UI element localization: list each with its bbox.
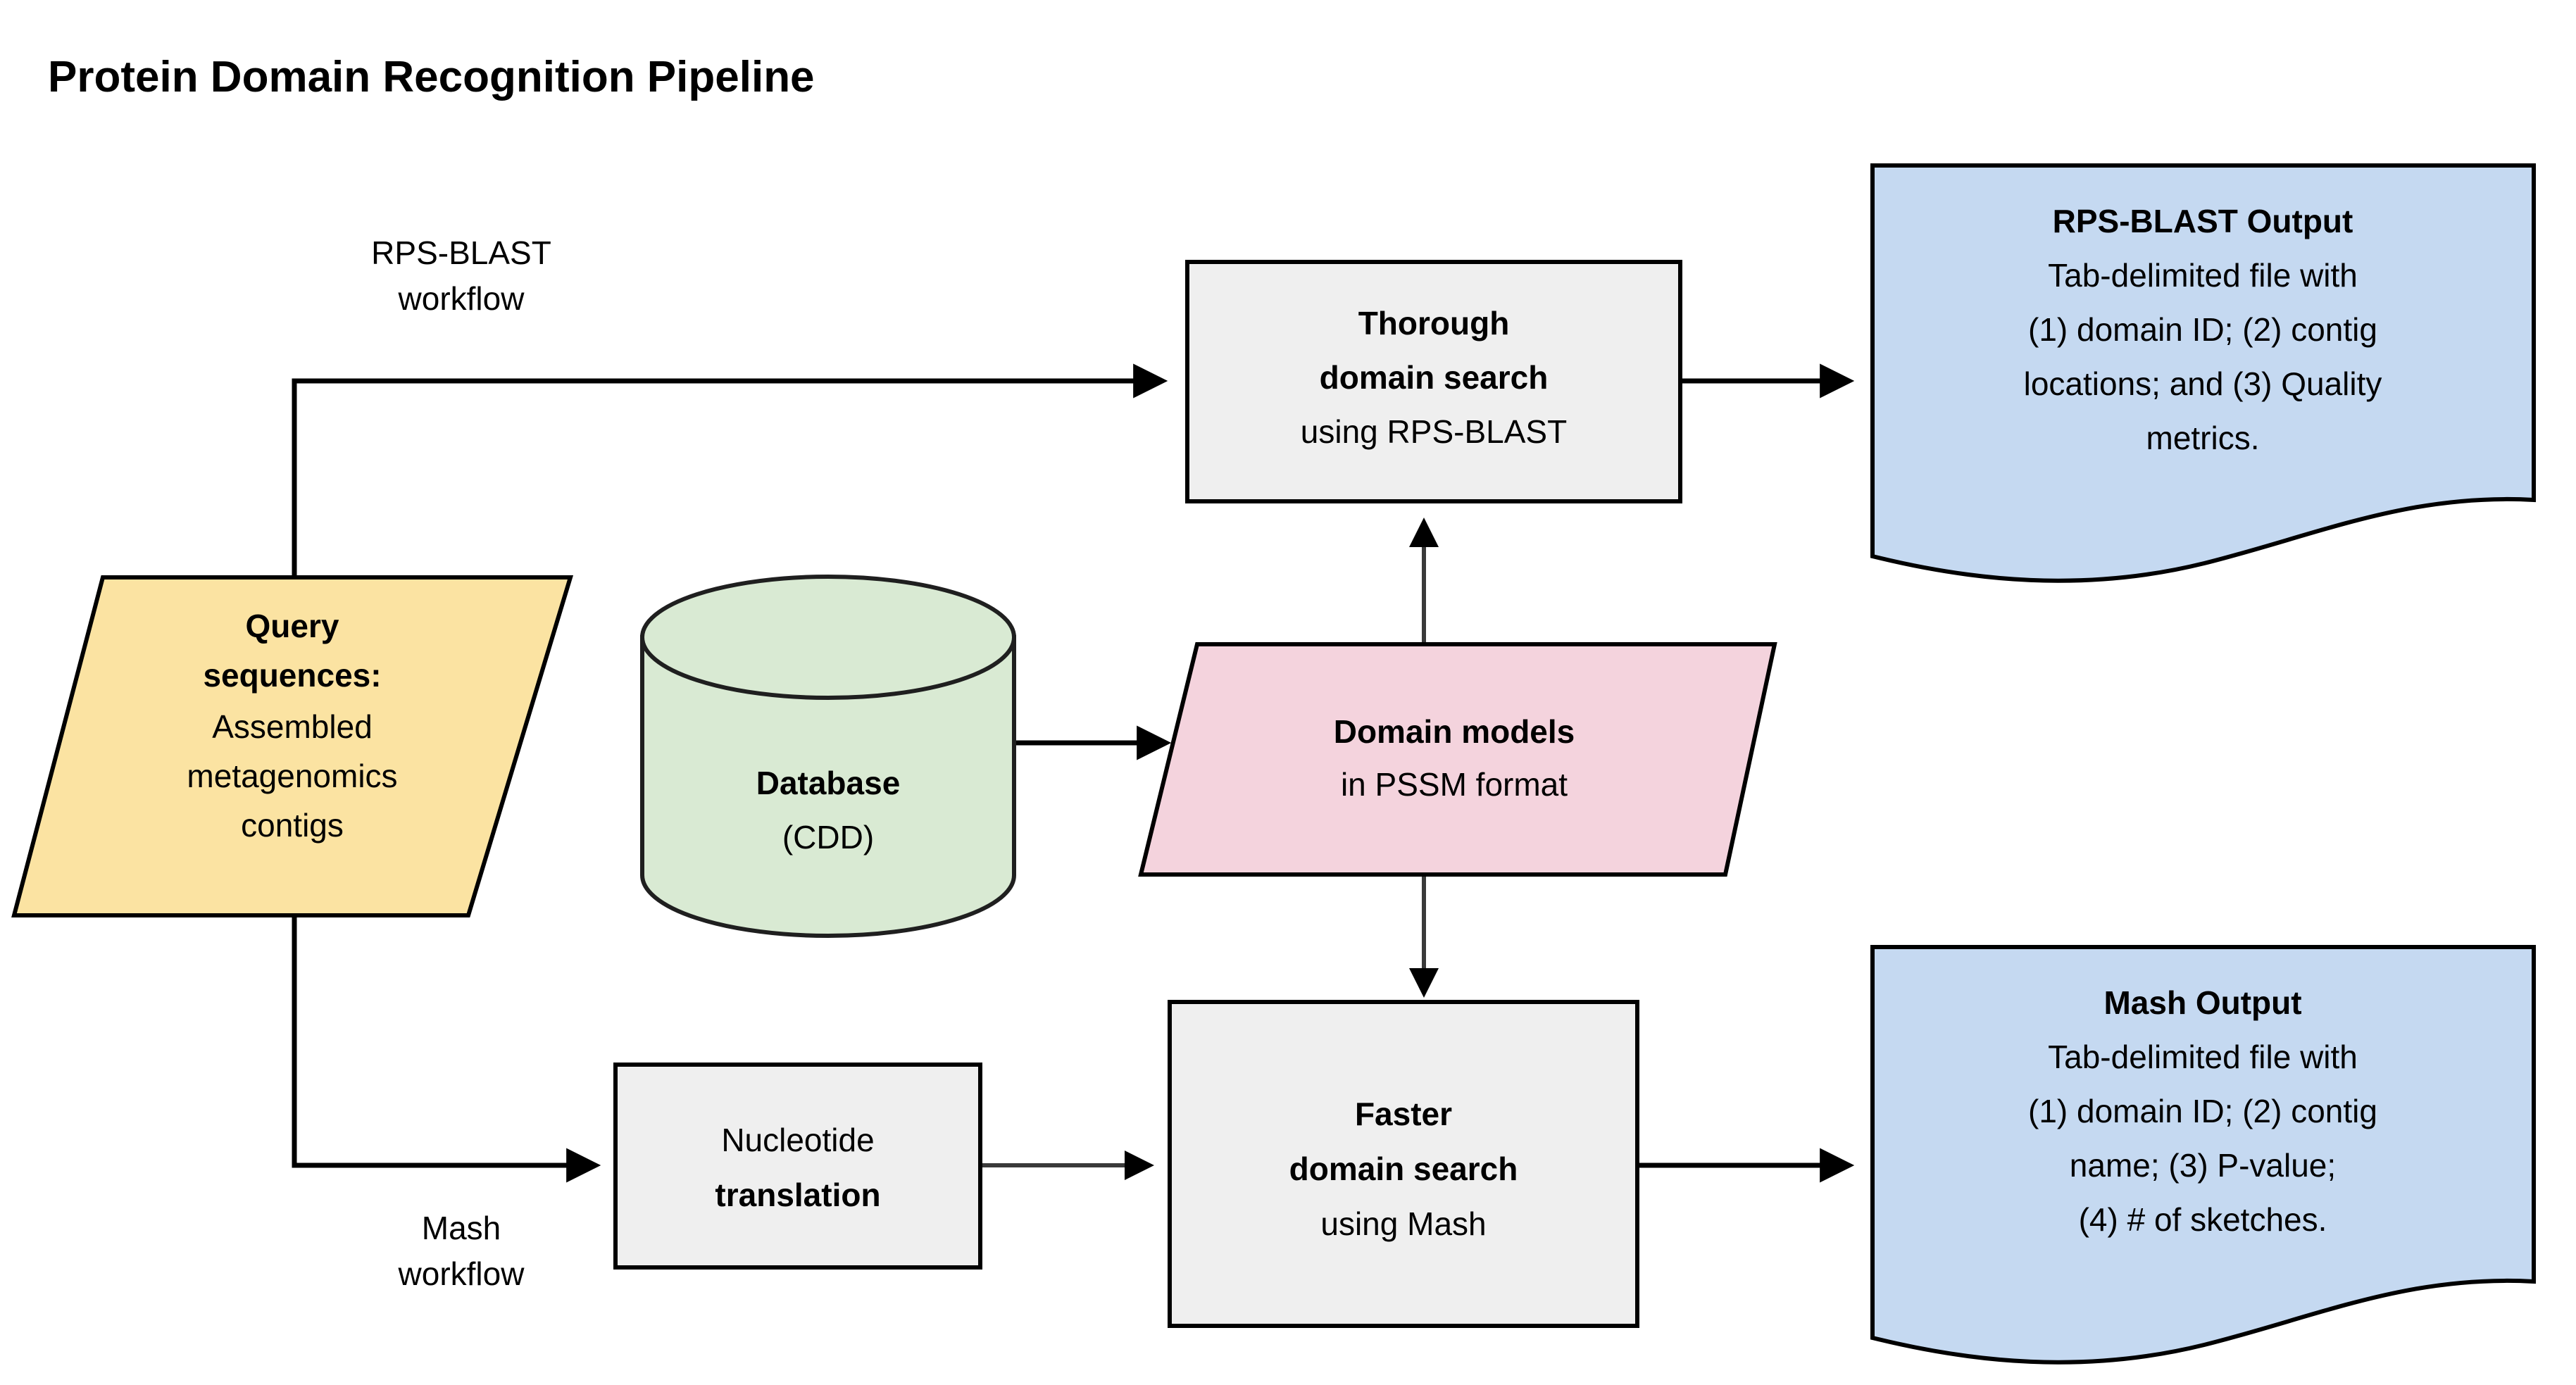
node-nucleotide-translation[interactable]: Nucleotide translation [613,1063,982,1270]
node-query-sequences[interactable]: Query sequences: Assembled metagenomics … [11,575,574,917]
node-mash-output-line-1: Tab-delimited file with [2048,1039,2358,1075]
node-thorough-line-0: Thorough [1358,305,1510,341]
node-nucleotide-line-1: translation [715,1177,880,1213]
node-query-line-0: Query [246,608,339,644]
node-domain-models-line-0: Domain models [1334,713,1575,750]
node-query-line-3: metagenomics [187,758,397,794]
node-faster-line-1: domain search [1289,1151,1518,1187]
node-mash-output-line-4: (4) # of sketches. [2079,1201,2327,1238]
flow-label-top-line2: workflow [398,280,525,317]
node-rps-output-line-2: (1) domain ID; (2) contig [2028,311,2377,348]
edge-query-to-nucleotide [292,915,601,1183]
node-mash-output-line-3: name; (3) P-value; [2070,1147,2336,1184]
node-rps-blast-output[interactable]: RPS-BLAST Output Tab-delimited file with… [1870,163,2536,583]
page-title: Protein Domain Recognition Pipeline [48,53,815,101]
node-rps-output-line-1: Tab-delimited file with [2048,257,2358,294]
node-faster-line-2: using Mash [1320,1205,1486,1242]
flow-label-rps-blast-workflow: RPS-BLAST workflow [371,234,551,317]
node-rps-output-line-4: metrics. [2146,420,2260,456]
flow-label-mash-workflow: Mash workflow [398,1210,525,1292]
node-domain-models[interactable]: Domain models in PSSM format [1138,642,1777,877]
flow-label-bottom-line1: Mash [422,1210,501,1246]
node-query-line-1: sequences: [203,657,381,694]
node-query-line-4: contigs [241,807,344,844]
node-nucleotide-line-0: Nucleotide [721,1122,874,1158]
node-database-line-0: Database [756,765,901,801]
flow-label-top-line1: RPS-BLAST [371,234,551,271]
node-rps-output-line-0: RPS-BLAST Output [2053,203,2353,239]
node-mash-output-line-2: (1) domain ID; (2) contig [2028,1093,2377,1129]
node-query-line-2: Assembled [212,708,373,745]
node-faster-domain-search[interactable]: Faster domain search using Mash [1168,1000,1639,1328]
flow-label-bottom-line2: workflow [398,1255,525,1292]
node-database-line-1: (CDD) [782,819,874,856]
node-domain-models-line-1: in PSSM format [1341,766,1568,803]
node-thorough-domain-search[interactable]: Thorough domain search using RPS-BLAST [1185,260,1682,503]
node-thorough-line-2: using RPS-BLAST [1301,413,1567,450]
node-mash-output-line-0: Mash Output [2103,984,2301,1021]
node-faster-line-0: Faster [1355,1096,1452,1132]
node-database-cylinder[interactable]: Database (CDD) [640,575,1016,938]
node-mash-output[interactable]: Mash Output Tab-delimited file with (1) … [1870,945,2536,1365]
node-rps-output-line-3: locations; and (3) Quality [2024,365,2382,402]
node-thorough-line-1: domain search [1320,359,1549,396]
